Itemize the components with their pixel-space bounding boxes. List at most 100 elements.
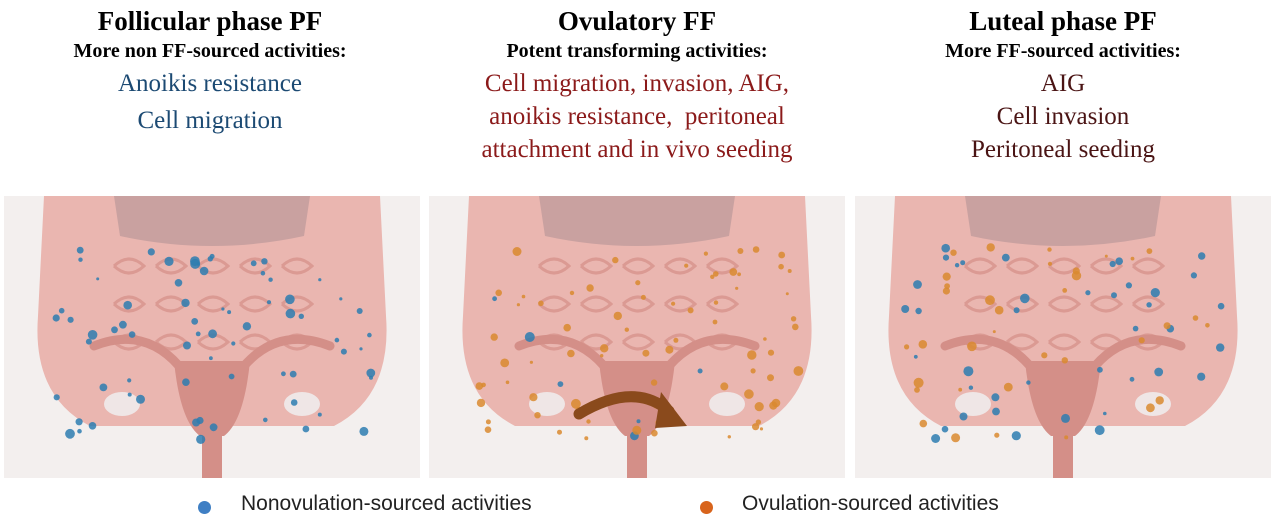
particle-dot <box>950 250 956 256</box>
particle-dot <box>558 381 564 387</box>
particle-dot <box>684 264 688 268</box>
particle-dot <box>1012 431 1021 440</box>
particle-dot <box>175 279 183 287</box>
particle-dot <box>1133 326 1139 332</box>
particle-dot <box>291 399 298 406</box>
particle-dot <box>88 330 98 340</box>
particle-dot <box>586 284 593 291</box>
particle-dot <box>1048 262 1052 266</box>
particle-dot <box>904 344 909 349</box>
particle-dot <box>200 267 209 276</box>
panel-subtitle: More non FF-sourced activities: <box>0 38 420 64</box>
particle-dot <box>720 382 728 390</box>
particle-dot <box>737 248 743 254</box>
particle-dot <box>1164 322 1171 329</box>
particle-dot <box>563 324 571 332</box>
particle-dot <box>1047 247 1051 251</box>
particle-dot <box>673 338 678 343</box>
particle-dot <box>763 337 767 341</box>
particle-dot <box>506 381 510 385</box>
particle-dot <box>529 393 537 401</box>
particle-dot <box>985 295 995 305</box>
particle-dot <box>77 247 84 254</box>
particle-dot <box>671 302 675 306</box>
particle-dot <box>500 359 509 368</box>
particle-dot <box>290 371 297 378</box>
particle-dot <box>221 307 224 310</box>
particle-dot <box>181 299 189 307</box>
particle-dot <box>148 248 155 255</box>
particle-dot <box>341 349 347 355</box>
particle-dot <box>227 310 231 314</box>
activity-line: Cell invasion <box>853 100 1273 133</box>
activity-line: anoikis resistance, peritoneal <box>427 100 847 133</box>
panel-title: Luteal phase PF <box>853 4 1273 38</box>
particle-dot <box>941 244 950 253</box>
particle-dot <box>534 412 540 418</box>
panel-title: Ovulatory FF <box>427 4 847 38</box>
legend: Nonovulation-sourced activities Ovulatio… <box>0 488 1273 522</box>
particle-dot <box>1197 373 1205 381</box>
particle-dot <box>65 429 75 439</box>
particle-dot <box>481 383 486 388</box>
particle-dot <box>128 393 132 397</box>
particle-dot <box>641 295 646 300</box>
particle-dot <box>513 247 522 256</box>
particle-dot <box>571 399 581 409</box>
particle-dot <box>1097 367 1103 373</box>
particle-dot <box>600 354 603 357</box>
particle-dot <box>243 322 251 330</box>
particle-dot <box>914 387 920 393</box>
particle-dot <box>1085 290 1090 295</box>
particle-dot <box>1151 288 1160 297</box>
particle-dot <box>567 350 575 358</box>
particle-dot <box>357 308 363 314</box>
particle-dot <box>768 350 774 356</box>
particle-dot <box>914 378 924 388</box>
particle-dot <box>747 350 756 359</box>
particle-dot <box>530 361 533 364</box>
particle-dot <box>1126 282 1132 288</box>
particle-dot <box>625 328 629 332</box>
particle-dot <box>1146 302 1151 307</box>
particle-dot <box>778 264 784 270</box>
particle-dot <box>251 260 257 266</box>
particle-dot <box>919 340 928 349</box>
panel-subtitle: More FF-sourced activities: <box>853 38 1273 64</box>
particle-dot <box>495 290 502 297</box>
particle-dot <box>1131 257 1135 261</box>
particle-dot <box>942 426 949 433</box>
legend-dot-orange-icon <box>700 501 713 514</box>
particle-dot <box>914 355 918 359</box>
particle-dot <box>208 256 213 261</box>
particle-dot <box>751 368 756 373</box>
particle-dot <box>136 395 145 404</box>
particle-dot <box>1154 368 1163 377</box>
particle-dot <box>164 257 173 266</box>
particle-dot <box>943 255 949 261</box>
particle-dot <box>665 346 673 354</box>
legend-label-nonovulation: Nonovulation-sourced activities <box>241 492 532 516</box>
particle-dot <box>303 426 310 433</box>
particle-dot <box>756 419 761 424</box>
particle-dot <box>755 402 764 411</box>
particle-dot <box>955 263 959 267</box>
particle-dot <box>477 399 485 407</box>
particle-dot <box>359 347 362 350</box>
particle-dot <box>943 273 951 281</box>
particle-dot <box>208 329 217 338</box>
particle-dot <box>318 278 321 281</box>
particle-dot <box>318 413 322 417</box>
particle-dot <box>1105 255 1108 258</box>
particle-dot <box>485 426 492 433</box>
particle-dot <box>584 436 588 440</box>
particle-dot <box>963 366 973 376</box>
particle-dot <box>728 435 731 438</box>
particle-dot <box>767 374 774 381</box>
activity-line: Cell migration, invasion, AIG, <box>427 67 847 100</box>
particle-dot <box>182 378 190 386</box>
particle-dot <box>704 252 708 256</box>
particle-dot <box>190 256 200 266</box>
particle-dot <box>335 338 340 343</box>
particle-dot <box>995 306 1004 315</box>
